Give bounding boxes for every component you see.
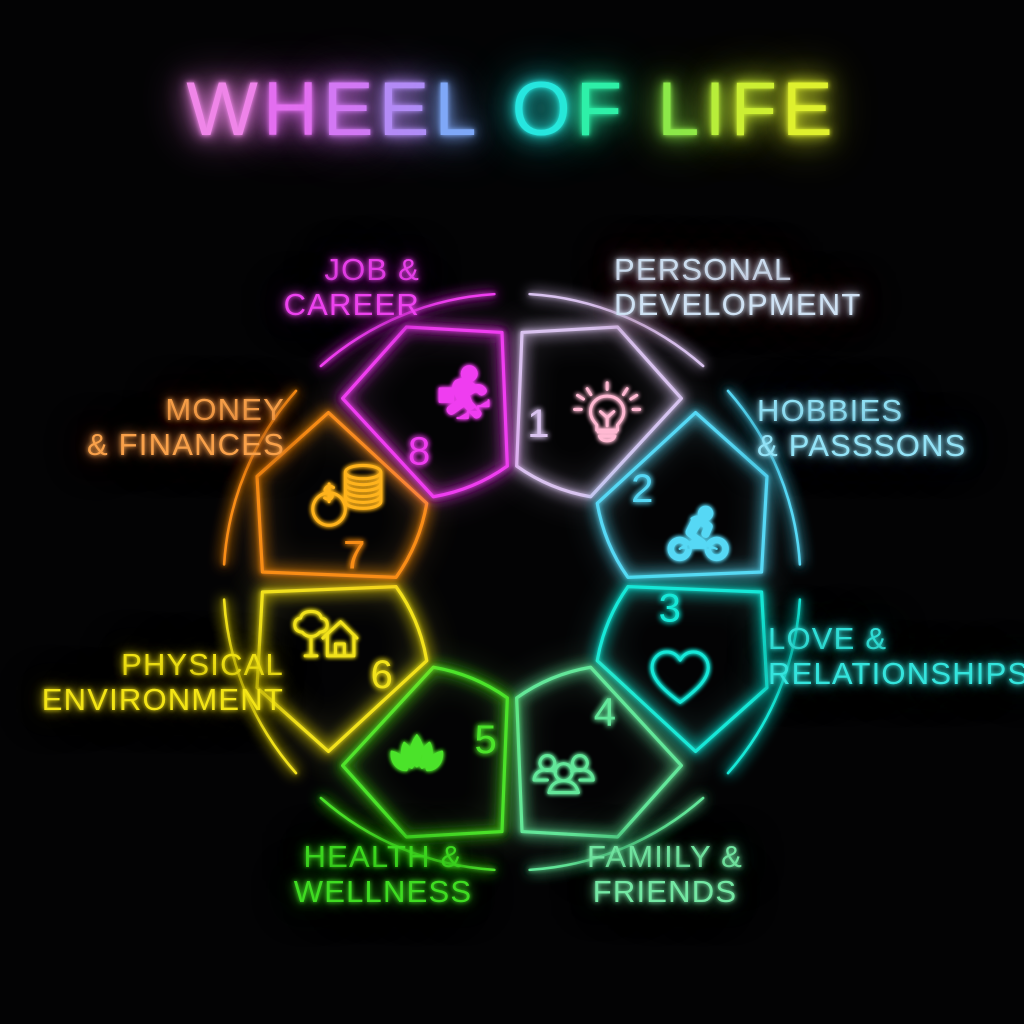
segment-outer-arc xyxy=(528,796,705,872)
wheel-segment-5[interactable] xyxy=(319,662,512,872)
segment-label-8: JOB & CAREER xyxy=(283,252,420,322)
segment-label-6: PHYSICAL ENVIRONMENT xyxy=(41,647,284,717)
title-letter: I xyxy=(704,67,731,152)
segment-number: 2 xyxy=(631,467,653,511)
segment-outer-arc xyxy=(319,796,496,872)
segment-number: 4 xyxy=(594,690,616,734)
cyclist-icon xyxy=(667,505,729,562)
segment-halo xyxy=(592,406,772,582)
segment-outer-arc xyxy=(726,389,802,566)
segment-outline xyxy=(341,325,509,499)
people-group-icon xyxy=(532,754,595,795)
title-letter: L xyxy=(657,67,705,152)
wheel-segment-3[interactable] xyxy=(592,582,802,775)
title-letter: E xyxy=(322,67,379,152)
title-letter: E xyxy=(378,67,435,152)
wheel-icons xyxy=(293,365,729,795)
segment-outline xyxy=(341,665,509,839)
wheel-segment-1[interactable] xyxy=(512,292,705,502)
segment-outline xyxy=(595,411,769,579)
segment-outline xyxy=(515,665,683,839)
segment-number: 5 xyxy=(474,718,496,762)
segment-label-3: LOVE & RELATIONSHIPS xyxy=(768,621,1024,691)
segment-number: 1 xyxy=(527,402,549,446)
title-letter: E xyxy=(782,67,838,152)
wheel-segment-6[interactable] xyxy=(222,582,432,775)
segment-outer-arc xyxy=(222,389,298,566)
wheel-segment-4[interactable] xyxy=(512,662,705,872)
segment-number: 3 xyxy=(659,586,681,630)
title-letter: O xyxy=(511,67,576,152)
heart-icon xyxy=(650,650,710,704)
segment-number: 6 xyxy=(371,653,393,697)
wheel-numbers: 1 2 3 4 5 6 7 8 xyxy=(343,402,681,762)
segment-label-1: PERSONAL DEVELOPMENT xyxy=(614,252,862,322)
house-tree-icon xyxy=(293,609,359,658)
segment-outer-arc xyxy=(319,292,496,368)
segment-number: 8 xyxy=(408,430,430,474)
segment-outline xyxy=(255,411,429,579)
title-letter: L xyxy=(434,67,482,152)
segment-label-4: FAMIILY & FRIENDS xyxy=(586,839,744,909)
segment-outer-arc xyxy=(222,598,298,775)
lotus-leaf-icon xyxy=(390,734,444,772)
wheel-segments xyxy=(222,292,802,872)
career-runner-icon xyxy=(438,365,490,420)
wheel-segment-2[interactable] xyxy=(592,389,802,582)
title-letter: F xyxy=(730,67,782,152)
lightbulb-icon xyxy=(573,381,642,443)
segment-number: 7 xyxy=(343,534,365,578)
title-letter: W xyxy=(186,67,264,152)
segment-outline xyxy=(255,585,429,753)
segment-halo xyxy=(592,582,772,758)
page-title: WHEEL OF LIFE xyxy=(0,72,1024,148)
segment-label-2: HOBBIES & PASSSONS xyxy=(757,393,967,463)
wheel-segment-8[interactable] xyxy=(319,292,512,502)
segment-label-7: MONEY & FINANCES xyxy=(86,392,285,462)
title-letter: F xyxy=(575,67,628,152)
wheel-segment-7[interactable] xyxy=(222,389,432,582)
title-letter: H xyxy=(263,67,323,152)
segment-outline xyxy=(515,325,683,499)
coins-dollar-icon xyxy=(311,463,383,527)
segment-label-5: HEALTH & WELLNESS xyxy=(293,839,473,909)
segment-outer-arc xyxy=(726,598,802,775)
segment-outer-arc xyxy=(528,292,705,368)
segment-outline xyxy=(595,585,769,753)
